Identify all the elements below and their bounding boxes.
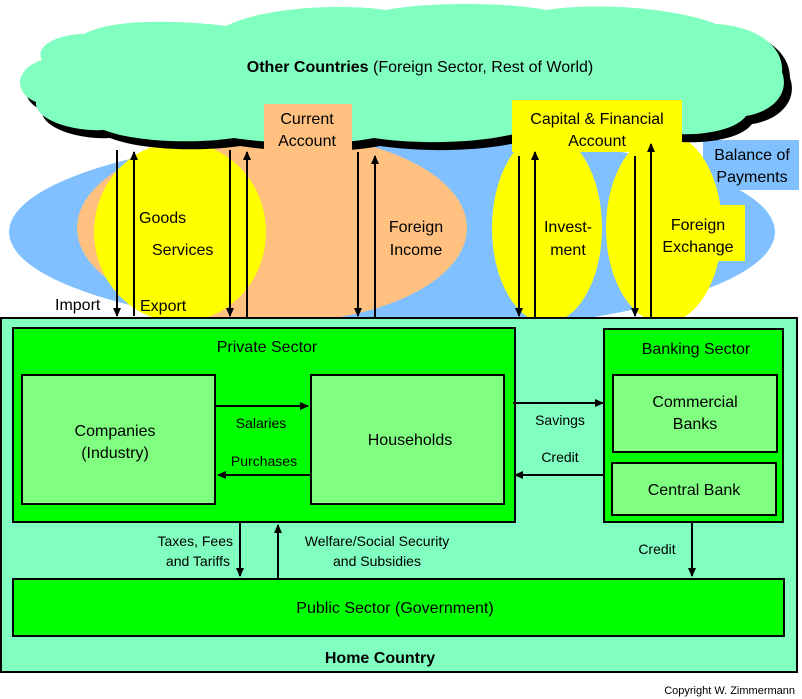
investment-label-line1: Invest- [544,219,592,236]
current-account-label-line1: Current [280,111,334,128]
taxes-label-line1: Taxes, Fees [158,533,233,549]
companies-box [21,374,216,505]
copyright-text: Copyright W. Zimmermann [664,685,795,697]
salaries-label: Salaries [236,415,287,431]
current-account-label-line2: Account [278,133,336,150]
commercial-banks-box [612,374,778,453]
capital-account-label-line2: Account [568,133,626,150]
commercial-banks-label-line1: Commercial [652,394,737,411]
other-countries-title-rest: (Foreign Sector, Rest of World) [369,59,594,76]
credit-to-households-label: Credit [541,449,578,465]
foreign-exchange-label-line2: Exchange [662,239,733,256]
goods-label: Goods [139,210,186,227]
taxes-label-line2: and Tariffs [166,553,230,569]
current-account-label-bg [264,104,352,154]
central-bank-label: Central Bank [648,482,741,499]
savings-label: Savings [535,412,585,428]
public-sector-box [12,578,785,637]
export-label: Export [140,298,187,315]
public-sector-label: Public Sector (Government) [296,600,493,617]
private-sector-title: Private Sector [217,339,318,356]
foreign-income-label-line2: Income [390,242,443,259]
balance-of-payments-label-line2: Payments [716,169,787,186]
welfare-label-line2: and Subsidies [333,553,421,569]
welfare-label-line1: Welfare/Social Security [305,533,449,549]
foreign-exchange-label-bg [650,205,745,261]
foreign-income-label-line1: Foreign [389,219,443,236]
balance-of-payments-label-bg [703,140,799,190]
commercial-banks-label-line2: Banks [673,416,717,433]
banking-sector-title: Banking Sector [642,341,751,358]
investment-label-line2: ment [550,242,586,259]
central-bank-box [611,462,777,516]
home-country-title: Home Country [325,650,435,667]
companies-label-line1: Companies [75,423,156,440]
other-countries-title: Other Countries (Foreign Sector, Rest of… [247,59,593,76]
import-label: Import [55,297,101,314]
foreign-exchange-label-line1: Foreign [671,217,725,234]
credit-to-government-label: Credit [638,541,675,557]
households-label: Households [368,432,453,449]
purchases-label: Purchases [231,453,297,469]
services-label: Services [152,242,213,259]
households-box [310,374,505,505]
companies-label-line2: (Industry) [81,445,149,462]
other-countries-title-bold: Other Countries [247,59,369,76]
capital-account-label-line1: Capital & Financial [530,111,663,128]
goods-services-area [94,142,266,322]
balance-of-payments-label-line1: Balance of [714,147,790,164]
